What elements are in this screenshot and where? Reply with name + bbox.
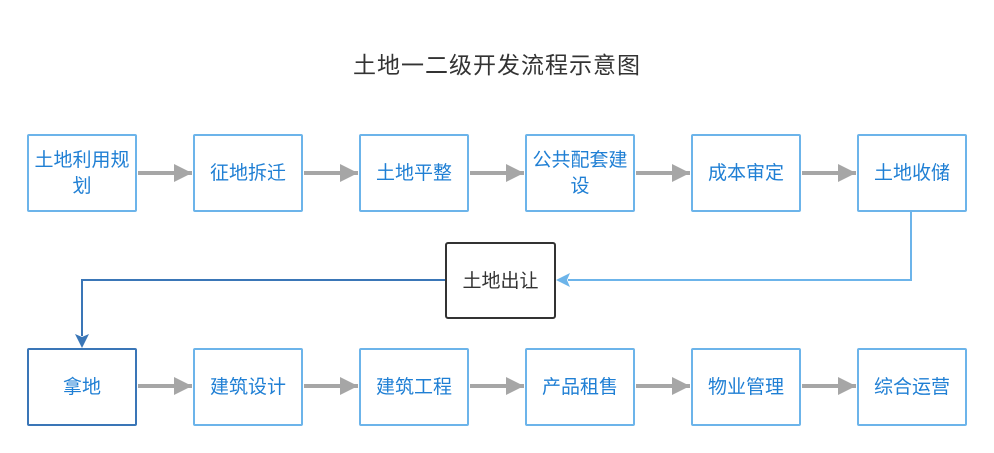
- node-label: 土地收储: [873, 162, 950, 184]
- node-land-leveling: 土地平整: [359, 134, 469, 212]
- node-acquire-land: 拿地: [27, 348, 137, 426]
- arrowhead-storage-to-transfer: [556, 273, 570, 287]
- node-label: 成本审定: [707, 162, 784, 184]
- node-architectural-design: 建筑设计: [193, 348, 303, 426]
- arrowhead-row2-2: [340, 377, 358, 395]
- arrowhead-row2-5: [838, 377, 856, 395]
- arrowhead-row1-4: [672, 164, 690, 182]
- diagram-title: 土地一二级开发流程示意图: [353, 53, 641, 79]
- node-label: 拿地: [62, 376, 101, 398]
- node-label: 公共配套建设: [532, 149, 628, 197]
- node-construction: 建筑工程: [359, 348, 469, 426]
- node-integrated-operation: 综合运营: [857, 348, 967, 426]
- node-label: 土地平整: [375, 162, 452, 184]
- node-label: 物业管理: [707, 376, 784, 398]
- node-public-facilities: 公共配套建设: [525, 134, 635, 212]
- node-land-storage: 土地收储: [857, 134, 967, 212]
- node-land-transfer: 土地出让: [445, 242, 556, 319]
- node-land-expropriation: 征地拆迁: [193, 134, 303, 212]
- arrowhead-row1-3: [506, 164, 524, 182]
- node-product-lease-sale: 产品租售: [525, 348, 635, 426]
- connector-transfer-to-acquire: [81, 279, 445, 336]
- arrowhead-row2-1: [174, 377, 192, 395]
- node-label: 建筑设计: [209, 376, 286, 398]
- arrowhead-row2-4: [672, 377, 690, 395]
- node-label: 综合运营: [873, 376, 950, 398]
- node-cost-review: 成本审定: [691, 134, 801, 212]
- node-label: 产品租售: [541, 376, 618, 398]
- node-label: 建筑工程: [375, 376, 452, 398]
- node-label: 土地利用规划: [34, 149, 130, 197]
- arrowhead-row2-3: [506, 377, 524, 395]
- arrowhead-row1-5: [838, 164, 856, 182]
- node-label: 征地拆迁: [209, 162, 286, 184]
- arrowhead-transfer-to-acquire: [75, 334, 89, 348]
- connector-storage-to-transfer: [568, 212, 912, 281]
- arrowhead-row1-2: [340, 164, 358, 182]
- node-label: 土地出让: [462, 269, 539, 292]
- node-land-use-planning: 土地利用规划: [27, 134, 137, 212]
- arrowhead-row1-1: [174, 164, 192, 182]
- node-property-management: 物业管理: [691, 348, 801, 426]
